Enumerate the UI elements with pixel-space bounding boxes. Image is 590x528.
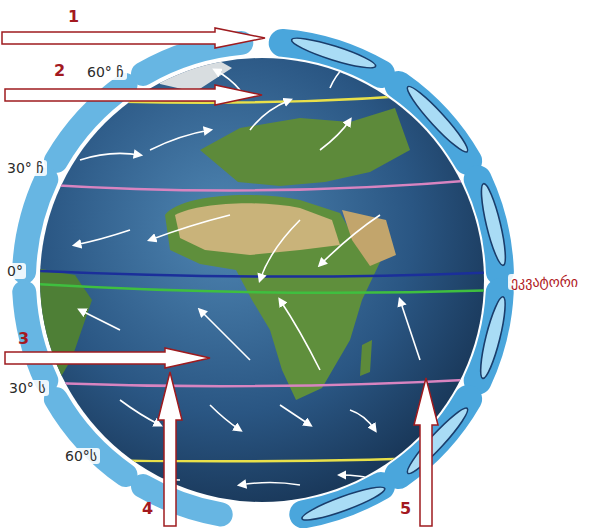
callout-number: 1 — [68, 8, 79, 26]
callout-number: 3 — [18, 330, 29, 348]
latitude-label: 60° ჩ — [84, 64, 127, 80]
equator-label: ეკვატორი — [508, 274, 581, 290]
callout-number: 5 — [400, 500, 411, 518]
latitude-label: 30° ს — [6, 380, 49, 396]
latitude-label: 30° ჩ — [4, 160, 47, 176]
latitude-label: 0° — [4, 263, 26, 279]
callout-number: 4 — [142, 500, 153, 518]
latitude-label: 60°ს — [62, 448, 100, 464]
callout-number: 2 — [54, 62, 65, 80]
